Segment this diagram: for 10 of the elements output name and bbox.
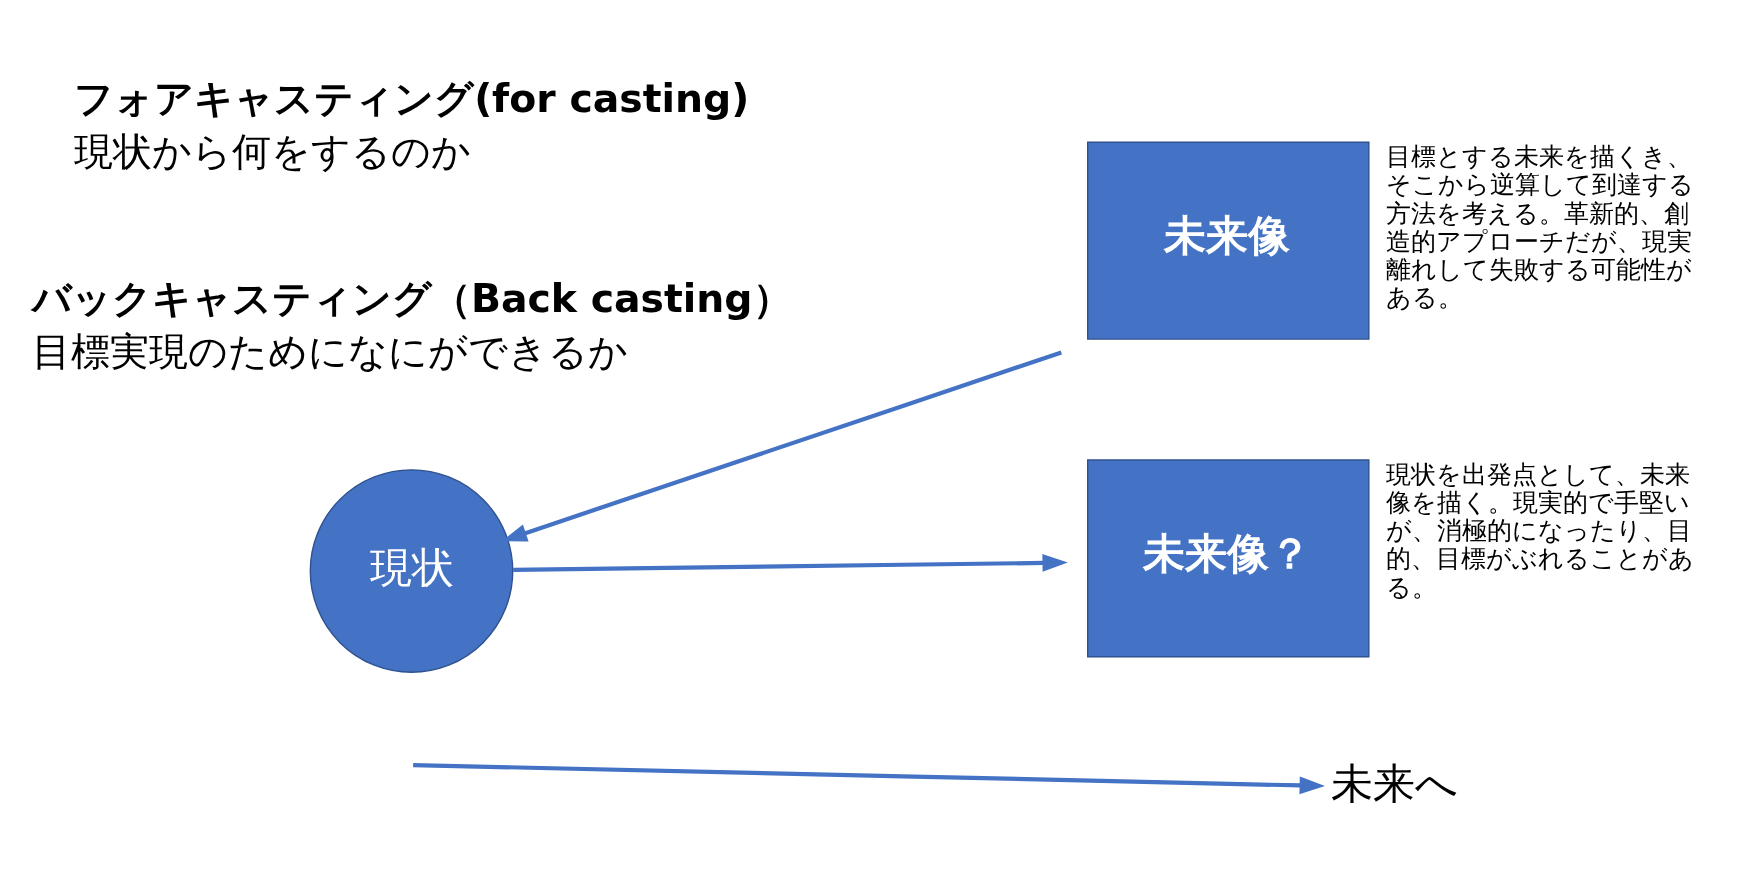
label: 現状から何をするのか xyxy=(74,128,472,175)
node-label: 目標とする未来を描くき、そこから逆算して到達する方法を考える。革新的、創造的アプローチだが、現実離れして失敗する可能性がある。 xyxy=(1385,142,1694,312)
node-circle: 現状 xyxy=(309,469,514,673)
arrow xyxy=(413,762,1325,795)
node-text: 未来へ xyxy=(1330,759,1458,809)
arrow xyxy=(513,554,1068,572)
label: フォアキャスティング(for casting) xyxy=(74,74,750,121)
label: バックキャスティング（Back casting） xyxy=(31,274,792,321)
node-label: 現状を出発点として、未来像を描く。現実的で手堅いが、消極的になったり、目的、目標がぶれることがある。 xyxy=(1385,460,1694,602)
label: 目標実現のためになにができるか xyxy=(31,327,628,374)
